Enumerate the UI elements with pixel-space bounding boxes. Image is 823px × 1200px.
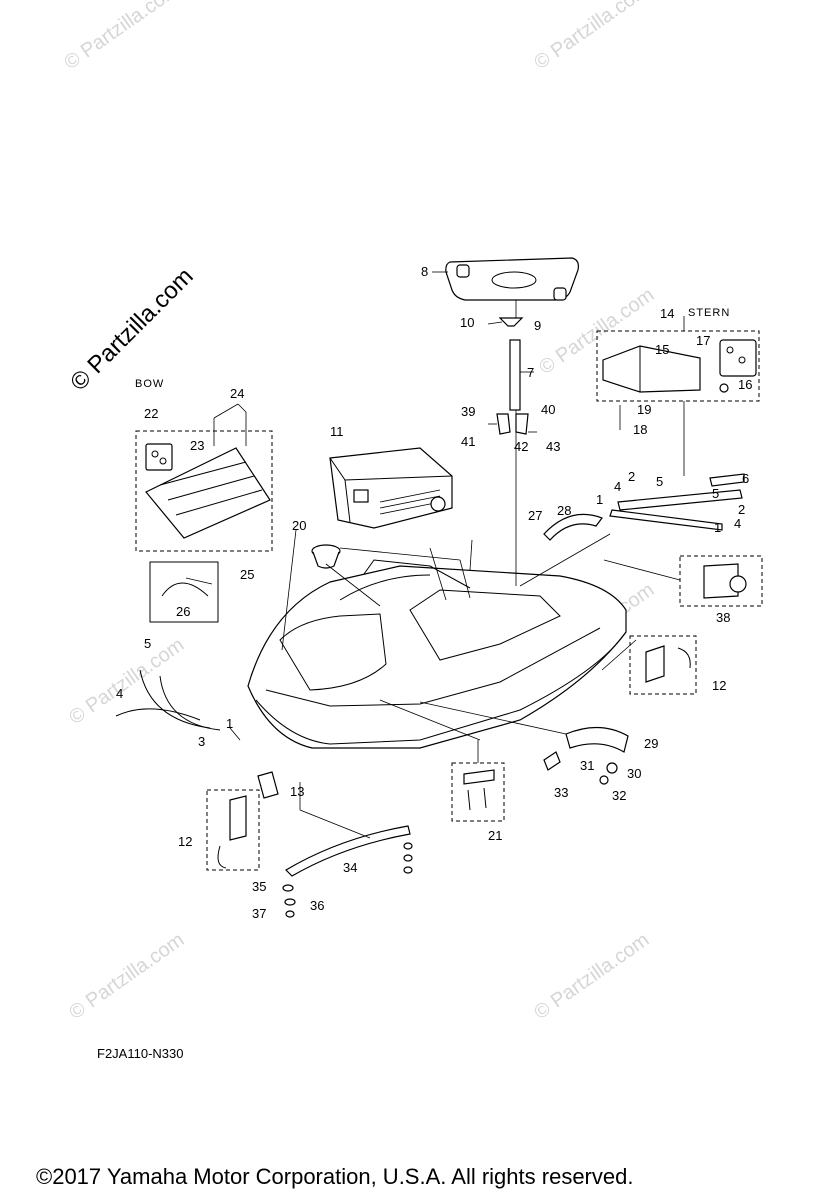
seat-cushion-part [445, 257, 579, 301]
callout: 11 [330, 424, 344, 439]
leader-lines [185, 271, 685, 839]
callout: 27 [528, 508, 542, 523]
callout: 28 [557, 503, 571, 518]
callout: 23 [190, 438, 204, 453]
watermark-large: © Partzilla.com [65, 263, 198, 396]
callout: 37 [252, 906, 266, 921]
callout: 5 [144, 636, 151, 651]
callout: 5 [656, 474, 663, 489]
callout: 18 [633, 422, 647, 437]
cleat-part [463, 769, 495, 811]
callout: 31 [580, 758, 594, 773]
pedestal-post-part [509, 339, 521, 411]
copyright-notice: ©2017 Yamaha Motor Corporation, U.S.A. A… [36, 1164, 634, 1189]
part-38-box [679, 555, 763, 607]
callout: 40 [541, 402, 555, 417]
stern-label: STERN [688, 307, 730, 319]
part-30-33 [543, 751, 618, 785]
drain-plug-part [703, 563, 747, 599]
watermark: © Partzilla.com [65, 929, 188, 1024]
callout: 39 [461, 404, 475, 419]
cooler-part [329, 447, 453, 529]
callout: 22 [144, 406, 158, 421]
callout: 25 [240, 567, 254, 582]
callout: 41 [461, 434, 475, 449]
tow-eye-part [645, 645, 691, 683]
callout: 7 [527, 365, 534, 380]
pedestal-cap-part [498, 317, 524, 327]
drawing-code: F2JA110-N330 [97, 1046, 184, 1061]
cable-part [115, 669, 221, 731]
callout: 34 [343, 860, 357, 875]
stern-group-box [596, 330, 760, 402]
callout: 15 [655, 342, 669, 357]
part-21-box [451, 762, 505, 822]
callout: 33 [554, 785, 568, 800]
callout: 17 [696, 333, 710, 348]
hose-box [149, 561, 219, 623]
callout: 12 [712, 678, 726, 693]
cup-holder-part [311, 544, 341, 569]
callout: 19 [637, 402, 651, 417]
callout: 3 [198, 734, 205, 749]
ladder-part [145, 412, 271, 539]
bar-part [285, 825, 411, 877]
washer-stack [282, 842, 413, 918]
callout: 12 [178, 834, 192, 849]
callout: 16 [738, 377, 752, 392]
callout: 32 [612, 788, 626, 803]
callout: 4 [734, 516, 741, 531]
callout: 5 [712, 486, 719, 501]
hose-part [161, 582, 209, 597]
watermark: © Partzilla.com [60, 0, 183, 74]
part-12-bow-box [206, 789, 260, 871]
rail-part [609, 473, 745, 531]
callout: 42 [514, 439, 528, 454]
callout: 9 [534, 318, 541, 333]
callout: 43 [546, 439, 560, 454]
callout: 38 [716, 610, 730, 625]
bow-rail-part [565, 726, 629, 753]
bow-label: BOW [135, 378, 164, 390]
ladder-group-box [135, 430, 273, 552]
watermark: © Partzilla.com [530, 0, 653, 74]
watermark: © Partzilla.com [530, 929, 653, 1024]
tow-eye-bow-part [217, 771, 279, 869]
callout: 20 [292, 518, 306, 533]
callout: 8 [421, 264, 428, 279]
callout: 1 [596, 492, 603, 507]
callout: 13 [290, 784, 304, 799]
grab-handle-part [543, 513, 603, 541]
callout: 2 [628, 469, 635, 484]
callout: 21 [488, 828, 502, 843]
callout: 26 [176, 604, 190, 619]
callout: 4 [116, 686, 123, 701]
callout: 30 [627, 766, 641, 781]
stern-fitting-part [602, 339, 757, 430]
callout: 29 [644, 736, 658, 751]
callout: 6 [742, 471, 749, 486]
callout: 35 [252, 879, 266, 894]
callout: 14 [660, 306, 674, 321]
callout: 2 [738, 502, 745, 517]
callout: 24 [230, 386, 244, 401]
callout: 36 [310, 898, 324, 913]
pedestal-bracket-part [488, 413, 537, 435]
boat-hull [247, 559, 627, 749]
callout: 1 [226, 716, 233, 731]
callout: 4 [614, 479, 621, 494]
callouts: 1 1 1 2 2 3 4 4 4 5 5 5 6 7 8 9 10 11 12… [116, 264, 752, 921]
part-12-stern-box [629, 635, 697, 695]
callout: 1 [714, 520, 721, 535]
callout: 10 [460, 315, 474, 330]
